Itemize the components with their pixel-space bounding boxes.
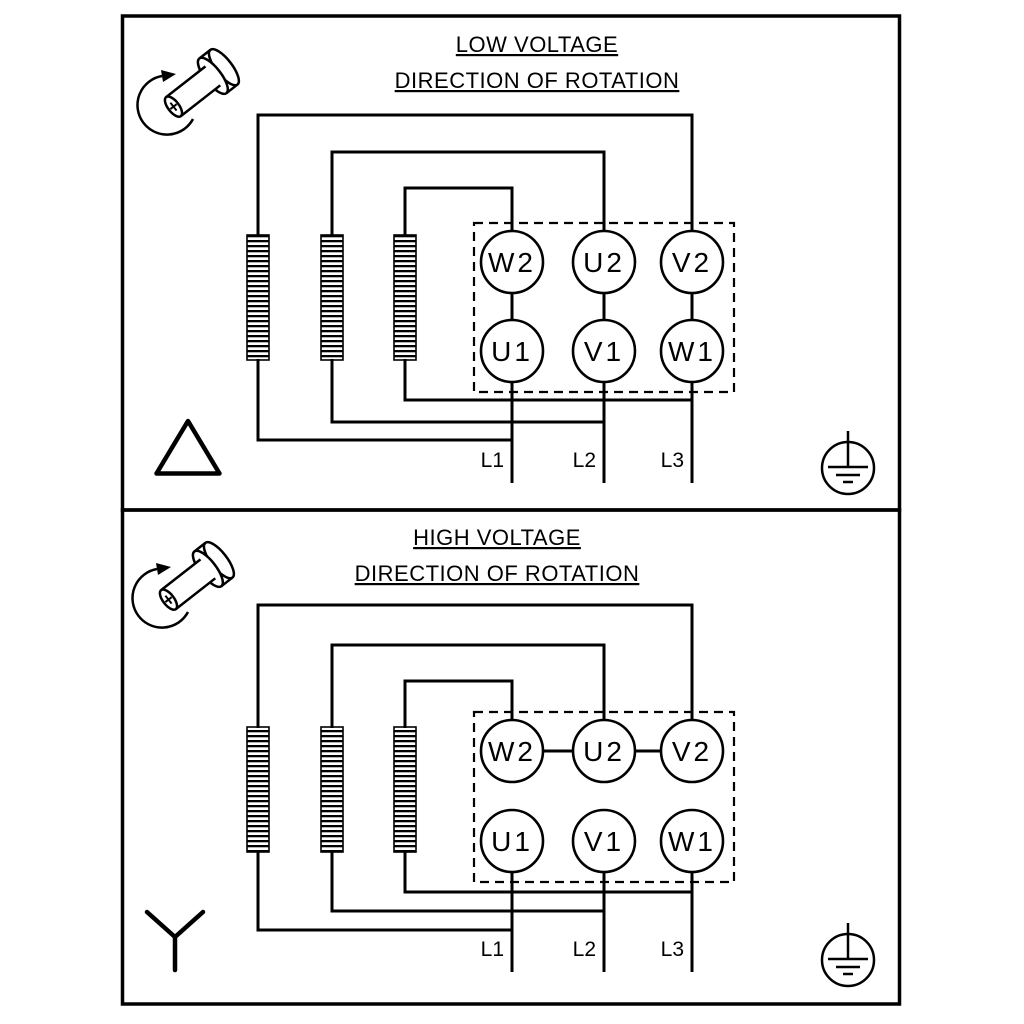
terminal-block-outline xyxy=(472,221,736,394)
winding-coil-1 xyxy=(246,234,270,361)
wire-coil3-bottom xyxy=(403,851,692,894)
terminal-w1: W1 xyxy=(659,318,725,384)
terminal-circle xyxy=(571,229,637,295)
motor-shaft-icon xyxy=(154,43,246,129)
terminal-block-outline xyxy=(472,710,736,884)
winding-coil-2 xyxy=(320,726,344,853)
terminal-v2: V2 xyxy=(659,718,725,784)
panel-subtitle: DIRECTION OF ROTATION xyxy=(355,561,640,586)
terminal-w2: W2 xyxy=(479,718,545,784)
terminal-v1: V1 xyxy=(571,808,637,874)
terminal-circle xyxy=(659,229,725,295)
terminal-u1: U1 xyxy=(479,318,545,384)
rotation-arrowhead-icon xyxy=(161,70,176,82)
winding-coil-3 xyxy=(393,726,417,853)
wires xyxy=(256,113,694,483)
terminal-u2: U2 xyxy=(571,718,637,784)
rotation-arrow xyxy=(136,74,195,136)
wire-coil2-top xyxy=(330,150,606,262)
terminal-label: V2 xyxy=(672,736,712,767)
terminal-label: V2 xyxy=(672,247,712,278)
winding-coils xyxy=(246,234,417,361)
low-voltage-panel: LOW VOLTAGE DIRECTION OF ROTATION xyxy=(120,14,902,512)
wire-coil3-top xyxy=(403,679,514,751)
terminal-label: W1 xyxy=(668,826,716,857)
wire-coil3-bottom xyxy=(403,359,692,402)
supply-label-l2: L2 xyxy=(573,938,596,961)
earth-ground-icon xyxy=(820,921,876,988)
terminal-u1: U1 xyxy=(479,808,545,874)
wire-coil1-bottom xyxy=(256,851,512,932)
terminal-circle xyxy=(571,808,637,874)
panel-subtitle: DIRECTION OF ROTATION xyxy=(395,68,680,93)
shaft-rotation-icon xyxy=(131,536,241,629)
delta-connection-icon xyxy=(154,418,222,476)
terminal-v1: V1 xyxy=(571,318,637,384)
winding-coil-1 xyxy=(246,726,270,853)
wire-coil3-top xyxy=(403,186,514,262)
winding-coils xyxy=(246,726,417,853)
terminal-u2: U2 xyxy=(571,229,637,295)
terminal-label: W2 xyxy=(488,247,536,278)
terminal-label: U2 xyxy=(583,247,625,278)
rotation-arrowhead-icon xyxy=(156,563,171,575)
terminal-circle xyxy=(479,718,545,784)
terminal-circle xyxy=(659,808,725,874)
supply-label-l3: L3 xyxy=(661,449,684,472)
terminal-circle xyxy=(659,718,725,784)
terminal-circle xyxy=(479,229,545,295)
high-voltage-panel: HIGH VOLTAGE DIRECTION OF ROTATION xyxy=(120,508,902,1006)
terminal-v2: V2 xyxy=(659,229,725,295)
supply-label-l1: L1 xyxy=(481,449,504,472)
terminal-circle xyxy=(479,808,545,874)
panel-border xyxy=(120,508,902,1006)
motor-shaft-icon xyxy=(149,536,241,622)
terminal-label: U2 xyxy=(583,736,625,767)
terminal-circle xyxy=(571,718,637,784)
supply-label-l2: L2 xyxy=(573,449,596,472)
shaft-rotation-icon xyxy=(136,43,246,136)
wire-coil2-bottom xyxy=(330,359,604,424)
terminal-label: U1 xyxy=(491,336,533,367)
wire-coil1-top xyxy=(256,113,694,262)
terminal-w2: W2 xyxy=(479,229,545,295)
terminal-w1: W1 xyxy=(659,808,725,874)
supply-label-l3: L3 xyxy=(661,938,684,961)
terminal-label: V1 xyxy=(584,336,624,367)
terminal-label: V1 xyxy=(584,826,624,857)
terminal-label: W2 xyxy=(488,736,536,767)
winding-coil-3 xyxy=(393,234,417,361)
rotation-arrow xyxy=(131,567,190,629)
earth-ground-icon xyxy=(820,429,876,496)
wire-coil2-top xyxy=(330,643,606,751)
panel-title: HIGH VOLTAGE xyxy=(413,525,581,550)
terminal-circle xyxy=(659,318,725,384)
terminal-label: W1 xyxy=(668,336,716,367)
wire-coil1-bottom xyxy=(256,359,512,442)
star-connection-icon xyxy=(144,909,206,973)
terminal-label: U1 xyxy=(491,826,533,857)
terminal-circle xyxy=(479,318,545,384)
terminal-circle xyxy=(571,318,637,384)
panel-title: LOW VOLTAGE xyxy=(456,32,618,57)
supply-label-l1: L1 xyxy=(481,938,504,961)
winding-coil-2 xyxy=(320,234,344,361)
wire-coil1-top xyxy=(256,603,694,751)
